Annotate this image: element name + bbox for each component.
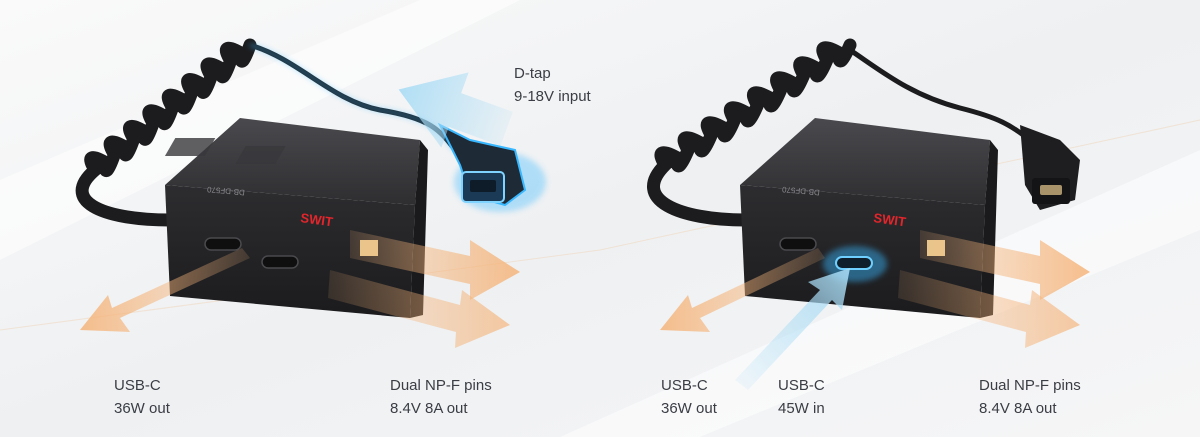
dtap-label-spec: 9-18V input xyxy=(514,88,591,105)
right-npf-arrow-1 xyxy=(920,230,1090,300)
left-usbc-port-2 xyxy=(261,255,299,269)
left-usbc-out-label: USB-C 36W out xyxy=(114,374,170,420)
left-usbc-label-title: USB-C xyxy=(114,377,161,394)
right-usbc-out-label: USB-C 36W out xyxy=(661,374,717,420)
right-npf-out-label: Dual NP-F pins 8.4V 8A out xyxy=(979,374,1081,420)
left-usbc-out-arrow xyxy=(80,248,250,332)
dtap-label-title: D-tap xyxy=(514,65,551,82)
right-npf-arrow-2 xyxy=(898,270,1080,348)
right-straight-cable xyxy=(848,47,1032,143)
left-npf-out-label: Dual NP-F pins 8.4V 8A out xyxy=(390,374,492,420)
right-npf-label-spec: 8.4V 8A out xyxy=(979,400,1057,417)
left-npf-arrow-1 xyxy=(350,230,520,300)
right-dtap-connector xyxy=(1020,125,1080,210)
left-usbc-port-1 xyxy=(204,237,242,251)
dtap-input-arrow xyxy=(398,72,513,148)
left-model-text: DB-DF570 xyxy=(206,185,245,197)
right-usbc-out-arrow xyxy=(660,248,825,332)
left-npf-label-title: Dual NP-F pins xyxy=(390,377,492,394)
left-npf-arrow-2 xyxy=(328,270,510,348)
background-line xyxy=(0,119,1200,331)
right-usbc-in-label: USB-C 45W in xyxy=(778,374,825,420)
right-unit: SWIT DB-DF570 xyxy=(647,38,1090,390)
right-usbc-out-label-spec: 36W out xyxy=(661,400,717,417)
right-coil-cable xyxy=(647,38,1032,227)
dtap-input-label: D-tap 9-18V input xyxy=(514,62,591,108)
right-usbc-out-label-title: USB-C xyxy=(661,377,708,394)
right-usbc-port-2 xyxy=(835,256,873,270)
right-brand-text: SWIT xyxy=(873,210,907,229)
left-dtap-connector xyxy=(437,122,546,212)
right-usbc-in-arrow xyxy=(735,268,850,390)
left-brand-text: SWIT xyxy=(300,210,334,229)
left-npf-label-spec: 8.4V 8A out xyxy=(390,400,468,417)
right-usbc-in-label-title: USB-C xyxy=(778,377,825,394)
right-npf-label-title: Dual NP-F pins xyxy=(979,377,1081,394)
right-model-text: DB-DF570 xyxy=(781,185,820,197)
right-usbc-port-1 xyxy=(779,237,817,251)
left-usbc-label-spec: 36W out xyxy=(114,400,170,417)
left-unit: SWIT DB-DF570 xyxy=(75,38,546,348)
right-usbc-in-label-spec: 45W in xyxy=(778,400,825,417)
